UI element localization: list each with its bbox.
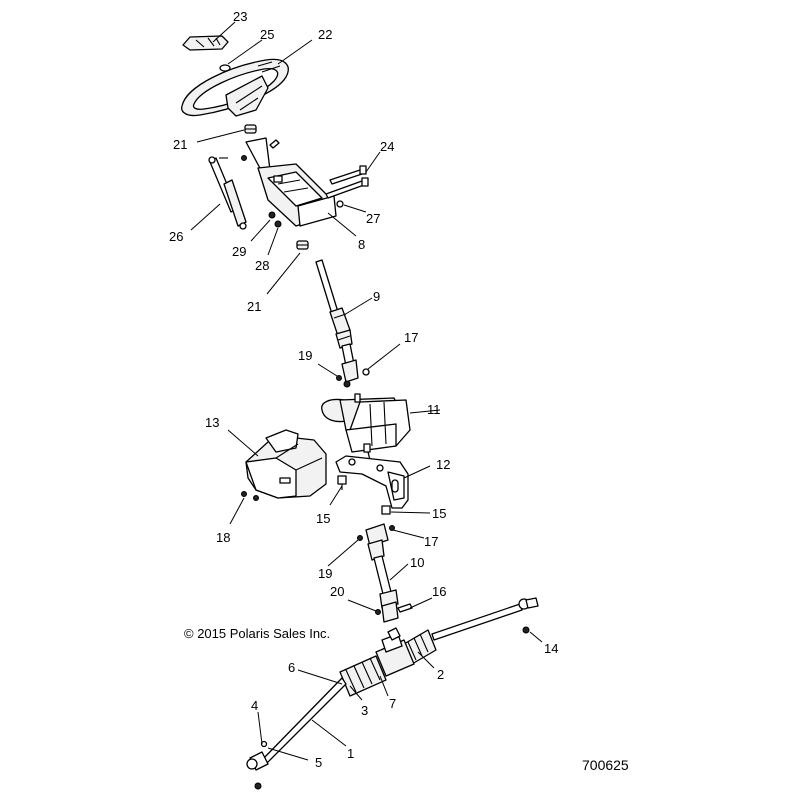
callout-4: 4 [251,698,258,713]
callout-1: 1 [347,746,354,761]
leader-lines [190,21,543,761]
part-24-long-bolts [325,165,369,199]
part-10-lower-shaft [357,523,413,623]
diagram-number: 700625 [582,757,629,773]
callout-9: 9 [373,289,380,304]
callout-12: 12 [436,457,450,472]
part-21-lower-bushing [296,240,309,250]
part-12-mount-bracket [335,455,409,509]
callout-22: 22 [318,27,332,42]
callout-7: 7 [389,696,396,711]
callout-21-upper: 21 [173,137,187,152]
part-21-upper-bushing [244,124,257,134]
part-2-steering-rack [246,597,539,771]
callout-18: 18 [216,530,230,545]
parts-28-29-nuts [268,211,282,228]
part-8-column-bracket [245,137,337,227]
callout-28: 28 [255,258,269,273]
callout-26: 26 [169,229,183,244]
part-13-cover [245,429,327,499]
part-15-bolts [337,475,391,515]
part-18-screws [241,491,259,501]
callout-23: 23 [233,9,247,24]
callout-6: 6 [288,660,295,675]
callout-3: 3 [361,703,368,718]
part-23-wheel-cap [182,35,229,51]
callout-27: 27 [366,211,380,226]
callout-labels: 23 25 22 21 24 26 27 29 8 28 21 9 19 17 … [169,9,558,770]
callout-14: 14 [544,641,558,656]
callout-13: 13 [205,415,219,430]
callout-17-lower: 17 [424,534,438,549]
callout-19-lower: 19 [318,566,332,581]
part-27-bolt [336,200,344,208]
callout-21-lower: 21 [247,299,261,314]
bolts-17-19-upper [336,368,370,381]
callout-5: 5 [315,755,322,770]
callout-15-right: 15 [432,506,446,521]
part-9-upper-shaft [315,259,359,388]
callout-19-upper: 19 [298,348,312,363]
part-26-tilt-strut [208,156,247,230]
part-22-steering-wheel [181,58,289,117]
callout-2: 2 [437,667,444,682]
callout-10: 10 [410,555,424,570]
callout-29: 29 [232,244,246,259]
callout-24: 24 [380,139,394,154]
callout-8: 8 [358,237,365,252]
callout-17-upper: 17 [404,330,418,345]
callout-25: 25 [260,27,274,42]
small-bolts-top [241,139,280,161]
part-11-eps-unit [321,393,411,461]
copyright-text: © 2015 Polaris Sales Inc. [184,626,330,641]
callout-11: 11 [427,402,441,417]
part-14-nut [522,626,530,634]
callout-15-left: 15 [316,511,330,526]
callout-16: 16 [432,584,446,599]
callout-20: 20 [330,584,344,599]
